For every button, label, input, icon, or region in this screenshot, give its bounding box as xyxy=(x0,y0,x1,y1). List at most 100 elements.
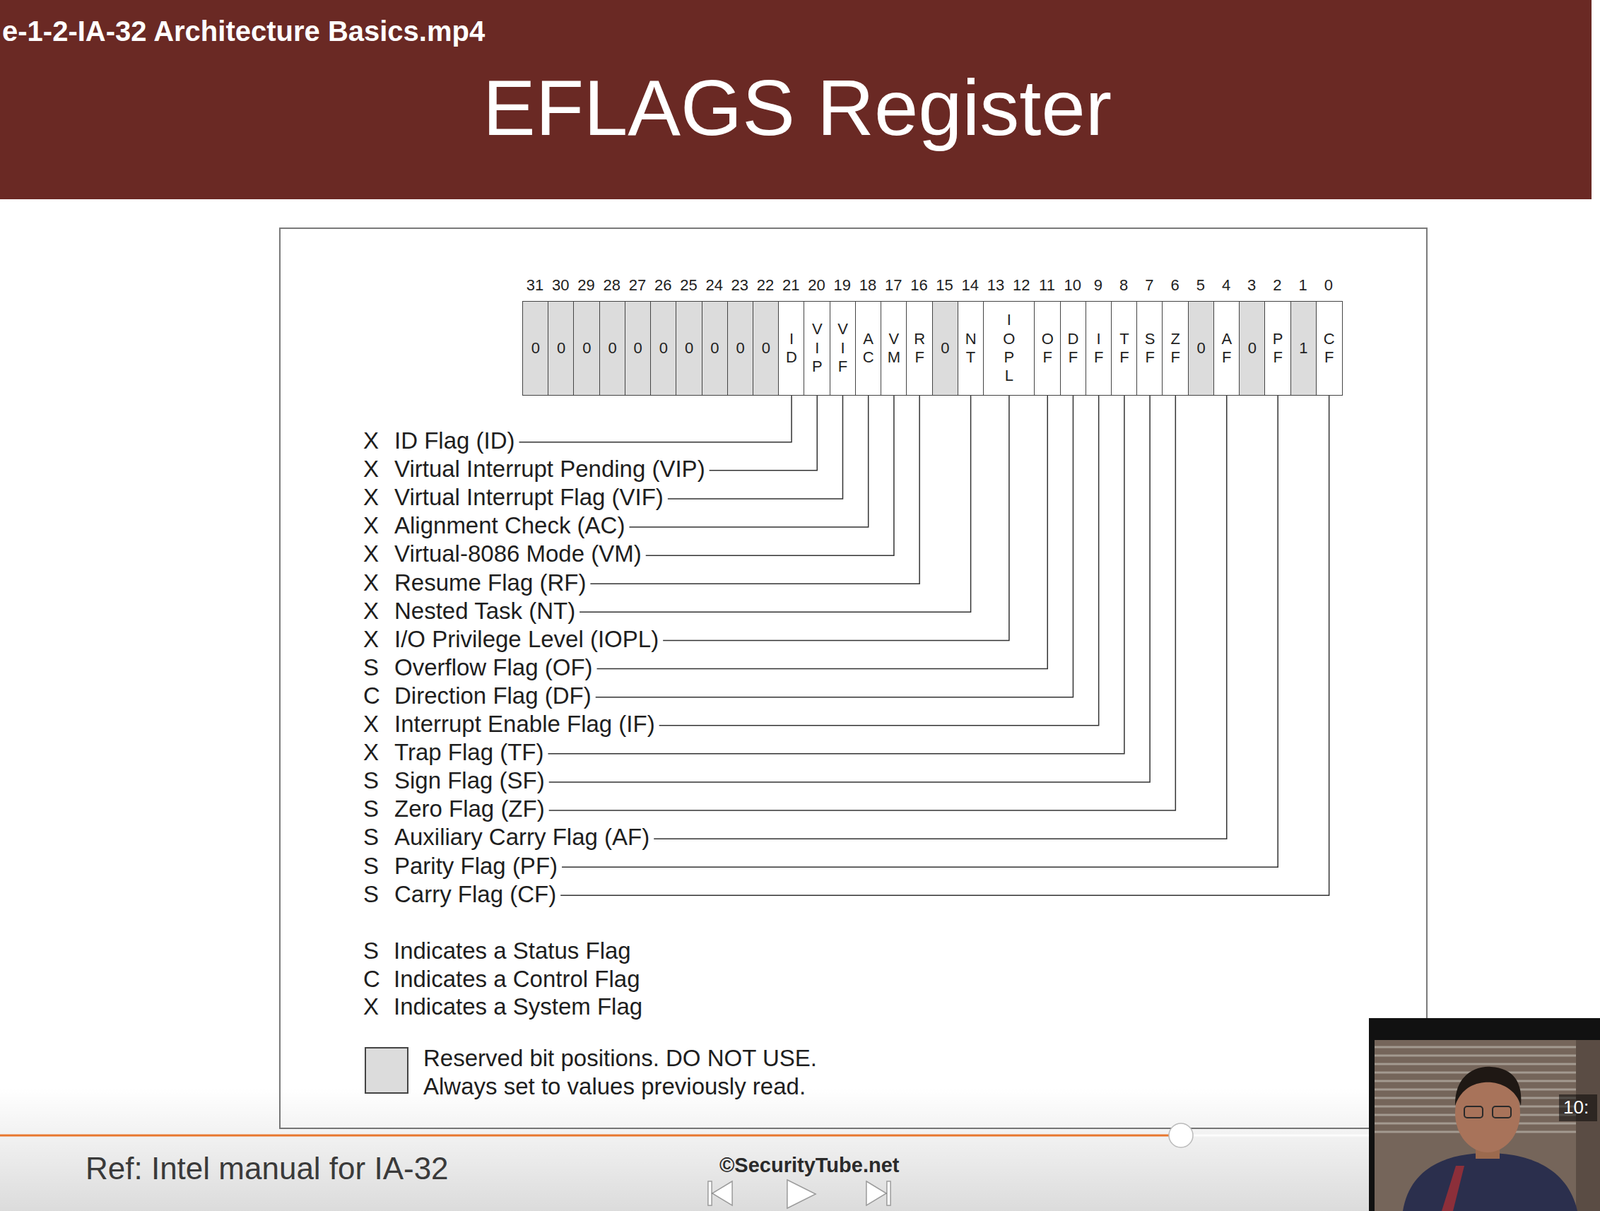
bit-number: 13 xyxy=(987,276,1005,295)
leader-line xyxy=(547,395,1124,755)
webcam-inset xyxy=(1368,1018,1600,1211)
flag-bit-cell: RF xyxy=(906,301,933,396)
flag-type-marker: X xyxy=(363,426,379,456)
flag-type-marker: X xyxy=(363,483,379,512)
bit-label: VIP xyxy=(812,320,823,376)
bit-number: 6 xyxy=(1170,276,1179,295)
leader-line xyxy=(653,395,1227,839)
leader-line xyxy=(519,395,793,443)
bit-number: 30 xyxy=(551,276,569,295)
bit-number: 12 xyxy=(1012,276,1030,295)
legend-marker: S xyxy=(363,937,379,966)
bit-number: 2 xyxy=(1272,276,1282,295)
previous-bar xyxy=(708,1181,712,1206)
flag-type-marker: X xyxy=(363,568,379,598)
flag-name: Parity Flag (PF) xyxy=(394,852,558,881)
bit-label: AC xyxy=(862,330,875,368)
progress-remaining xyxy=(1180,1134,1369,1138)
flag-bit-cell: OF xyxy=(1033,301,1061,396)
flag-type-marker: X xyxy=(363,738,379,767)
bit-label: NT xyxy=(965,330,977,368)
bit-number: 17 xyxy=(884,276,902,295)
bit-label: IOPL xyxy=(1002,310,1015,386)
flag-name: Trap Flag (TF) xyxy=(394,738,544,767)
video-timestamp: 10: xyxy=(1563,1096,1589,1119)
leader-line xyxy=(597,395,1049,670)
flag-name: Nested Task (NT) xyxy=(394,597,576,626)
bit-number: 14 xyxy=(961,276,979,295)
flag-type-marker: S xyxy=(363,766,379,796)
glasses-left xyxy=(1464,1106,1483,1119)
flag-bit-cell: AF xyxy=(1213,301,1241,396)
flag-type-marker: S xyxy=(363,653,379,682)
legend-text: Indicates a System Flag xyxy=(393,992,643,1022)
player-controls xyxy=(708,1180,891,1209)
next-bar xyxy=(886,1181,891,1206)
bit-label: 0 xyxy=(659,339,668,358)
progress-knob xyxy=(1168,1123,1193,1148)
bit-number: 11 xyxy=(1038,276,1056,295)
play-icon xyxy=(787,1180,816,1209)
flag-bit-cell: TF xyxy=(1110,301,1138,396)
bit-number: 28 xyxy=(603,276,621,295)
flag-bit-cell: IOPL xyxy=(983,301,1036,396)
flag-name: Auxiliary Carry Flag (AF) xyxy=(394,823,650,852)
bit-label: IF xyxy=(1093,330,1104,368)
flag-type-marker: S xyxy=(363,852,379,881)
legend-text: Indicates a Status Flag xyxy=(393,937,632,966)
legend-text: Indicates a Control Flag xyxy=(393,965,641,994)
bit-label: PF xyxy=(1272,330,1284,368)
flag-bit-cell: SF xyxy=(1136,301,1164,396)
flag-bit-cell: VM xyxy=(880,301,908,396)
flag-name: Virtual-8086 Mode (VM) xyxy=(394,539,642,569)
bit-label: 0 xyxy=(582,339,591,358)
flag-type-marker: S xyxy=(363,823,379,852)
reserved-bit-cell: 0 xyxy=(599,301,627,396)
leader-line xyxy=(709,395,818,471)
video-filename: e-1-2-IA-32 Architecture Basics.mp4 xyxy=(2,14,485,49)
reserved-bit-cell: 1 xyxy=(1290,301,1318,396)
flag-bit-cell: AC xyxy=(855,301,882,396)
legend-swatch xyxy=(364,1047,409,1094)
bit-label: VIF xyxy=(837,320,849,376)
bit-number: 26 xyxy=(654,276,672,295)
bit-label: TF xyxy=(1119,330,1129,368)
bit-label: 0 xyxy=(710,339,719,358)
bit-label: 0 xyxy=(556,339,566,358)
flag-name: Direction Flag (DF) xyxy=(394,681,592,711)
webcam-wall xyxy=(1374,1040,1600,1211)
bit-number: 19 xyxy=(833,276,851,295)
bit-number: 21 xyxy=(782,276,800,295)
bit-number: 0 xyxy=(1324,276,1333,295)
leader-line xyxy=(595,395,1074,698)
bit-label: 0 xyxy=(761,339,771,358)
bit-label: AF xyxy=(1221,330,1232,368)
reserved-bit-cell: 0 xyxy=(675,301,703,396)
bit-label: 0 xyxy=(940,339,950,358)
reserved-bit-cell: 0 xyxy=(547,301,575,396)
watermark: ©SecurityTube.net xyxy=(719,1153,900,1179)
bit-number: 4 xyxy=(1221,276,1231,295)
bit-label: ZF xyxy=(1171,330,1181,368)
reserved-bit-cell: 0 xyxy=(650,301,678,396)
bit-label: SF xyxy=(1144,330,1156,368)
reserved-bit-cell: 0 xyxy=(727,301,755,396)
bit-number: 27 xyxy=(628,276,646,295)
bit-number: 16 xyxy=(910,276,928,295)
flag-bit-cell: PF xyxy=(1264,301,1292,396)
bit-number: 31 xyxy=(526,276,544,295)
flag-type-marker: X xyxy=(363,625,379,654)
flag-type-marker: X xyxy=(363,710,379,739)
bit-label: 0 xyxy=(684,339,694,358)
bit-number: 22 xyxy=(756,276,774,295)
flag-name: Sign Flag (SF) xyxy=(394,766,545,796)
reserved-bit-cell: 0 xyxy=(1187,301,1215,396)
flag-name: I/O Privilege Level (IOPL) xyxy=(394,625,659,654)
leader-line xyxy=(662,395,1010,641)
bit-label: DF xyxy=(1067,330,1080,368)
title-banner xyxy=(0,0,1592,200)
flag-type-marker: S xyxy=(363,880,379,909)
timestamp-patch xyxy=(1559,1094,1598,1122)
